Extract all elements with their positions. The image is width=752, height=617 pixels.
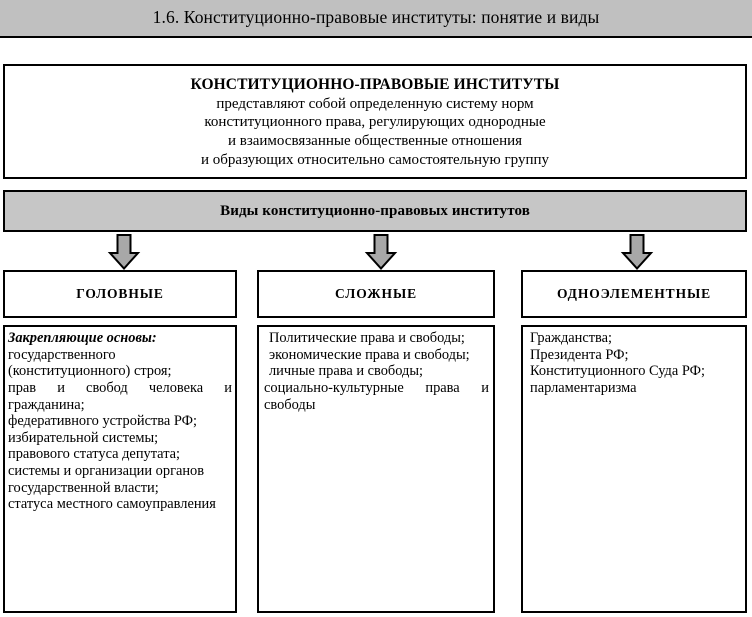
list-item: правового статуса депутата; (8, 446, 181, 463)
list-item: прав и свобод человека и гражданина; (8, 379, 232, 413)
definition-line-3: и взаимосвязанные общественные отношения (227, 132, 523, 149)
list-item: статуса местного самоуправления (8, 496, 216, 513)
list-item: экономические права и свободы; (269, 346, 470, 363)
list-item: государственного (конституционного) стро… (8, 346, 172, 380)
category-lead-label: Закрепляющие основы: (8, 330, 157, 346)
list-item: Политические права и свободы; (269, 330, 465, 346)
category-body-content: Политические права и свободы; экономичес… (259, 327, 493, 413)
definition-line-4: и образующих относительно самостоятельну… (201, 151, 549, 168)
list-item: Гражданства; (530, 330, 613, 346)
arrow-down-icon (364, 234, 398, 270)
definition-line-2: конституционного права, регулирующих одн… (204, 114, 546, 131)
list-item: избирательной системы; (8, 429, 159, 446)
definition-heading: КОНСТИТУЦИОННО-ПРАВОВЫЕ ИНСТИТУТЫ (190, 75, 560, 93)
list-item: парламентаризма (530, 379, 637, 396)
definition-line-1: представляют собой определенную систему … (216, 95, 534, 112)
category-body-content: Закрепляющие основы: государственного (к… (5, 327, 235, 513)
category-body-slozhnye: Политические права и свободы; экономичес… (257, 325, 495, 613)
list-item: социально-культурные права и свободы (264, 379, 489, 413)
list-item: Президента РФ; (530, 346, 629, 363)
category-header-label: СЛОЖНЫЕ (334, 286, 418, 301)
category-body-content: Гражданства; Президента РФ; Конституцион… (523, 327, 745, 397)
category-header-label: ОДНОЭЛЕМЕНТНЫЕ (556, 286, 712, 301)
list-item: системы и организации органов государств… (8, 463, 205, 496)
category-header-golovnye: ГОЛОВНЫЕ (3, 270, 237, 318)
category-body-golovnye: Закрепляющие основы: государственного (к… (3, 325, 237, 613)
arrow-down-icon (620, 234, 654, 270)
page-title: 1.6. Конституционно-правовые институты: … (152, 7, 600, 28)
list-item: личные права и свободы; (269, 363, 424, 380)
arrow-down-icon (107, 234, 141, 270)
definition-box: КОНСТИТУЦИОННО-ПРАВОВЫЕ ИНСТИТУТЫ предст… (3, 64, 747, 179)
category-header-label: ГОЛОВНЫЕ (76, 286, 164, 301)
category-header-slozhnye: СЛОЖНЫЕ (257, 270, 495, 318)
page-title-bar: 1.6. Конституционно-правовые институты: … (0, 0, 752, 38)
types-bar: Виды конституционно-правовых институтов (3, 190, 747, 232)
category-header-odnoelementnye: ОДНОЭЛЕМЕНТНЫЕ (521, 270, 747, 318)
list-item: федеративного устройства РФ; (8, 413, 197, 430)
category-body-odnoelementnye: Гражданства; Президента РФ; Конституцион… (521, 325, 747, 613)
types-bar-label: Виды конституционно-правовых институтов (220, 202, 530, 219)
list-item: Конституционного Суда РФ; (530, 363, 705, 380)
